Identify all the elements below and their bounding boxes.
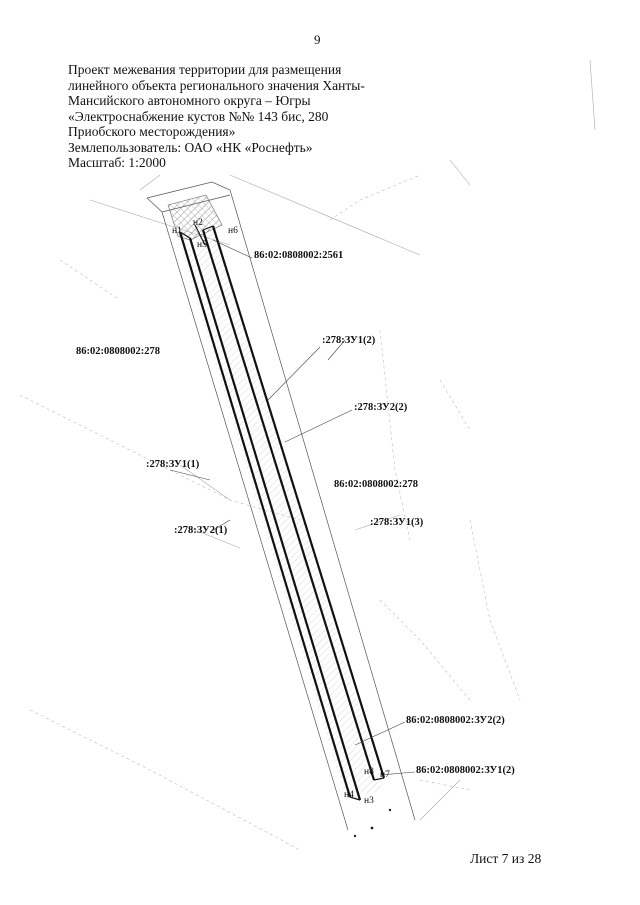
header-line-1: Проект межевания территории для размещен… [68,62,342,77]
stippled-strip [176,224,384,800]
point-n2: н2 [193,218,203,228]
header-line-5: Приобского месторождения» [68,124,236,139]
label-parcel-278-left: 86:02:0808002:278 [76,346,160,357]
header-line-2: линейного объекта регионального значения… [68,77,365,93]
point-n6: н6 [228,226,238,236]
sheet-number: Лист 7 из 28 [470,851,542,866]
linear-object-ends [179,224,385,801]
header-line-4: «Электроснабжение кустов №№ 143 бис, 280 [68,108,329,124]
linear-object-lines [178,225,386,801]
point-n4: н4 [344,790,354,800]
label-full-zu1-2: 86:02:0808002:ЗУ1(2) [416,765,515,776]
leader-lines [169,239,416,776]
document-header: Проект межевания территории для размещен… [68,62,368,171]
header-line-3: Мансийского автономного округа – Югры [68,93,311,108]
label-zu1-3: :278:ЗУ1(3) [370,517,424,528]
label-parcel-278-right: 86:02:0808002:278 [334,479,418,490]
label-zu2-2: :278:ЗУ2(2) [354,402,408,413]
page-number: 9 [314,32,321,47]
label-zu1-1: :278:ЗУ1(1) [146,459,200,470]
header-line-6: Землепользователь: ОАО «НК «Роснефть» [68,139,313,155]
point-n3: н3 [364,796,374,806]
label-zu2-1: :278:ЗУ2(1) [174,525,228,536]
label-zu1-2: :278:ЗУ1(2) [322,335,376,346]
point-n1: н1 [172,226,182,236]
label-full-zu2-2: 86:02:0808002:ЗУ2(2) [406,715,505,726]
point-n7: н7 [380,770,390,780]
survey-dots [353,808,392,838]
label-parcel-2561: 86:02:0808002:2561 [254,250,344,261]
point-n8: н8 [364,767,374,777]
header-line-7: Масштаб: 1:2000 [68,155,166,170]
point-n5: н5 [197,240,207,250]
